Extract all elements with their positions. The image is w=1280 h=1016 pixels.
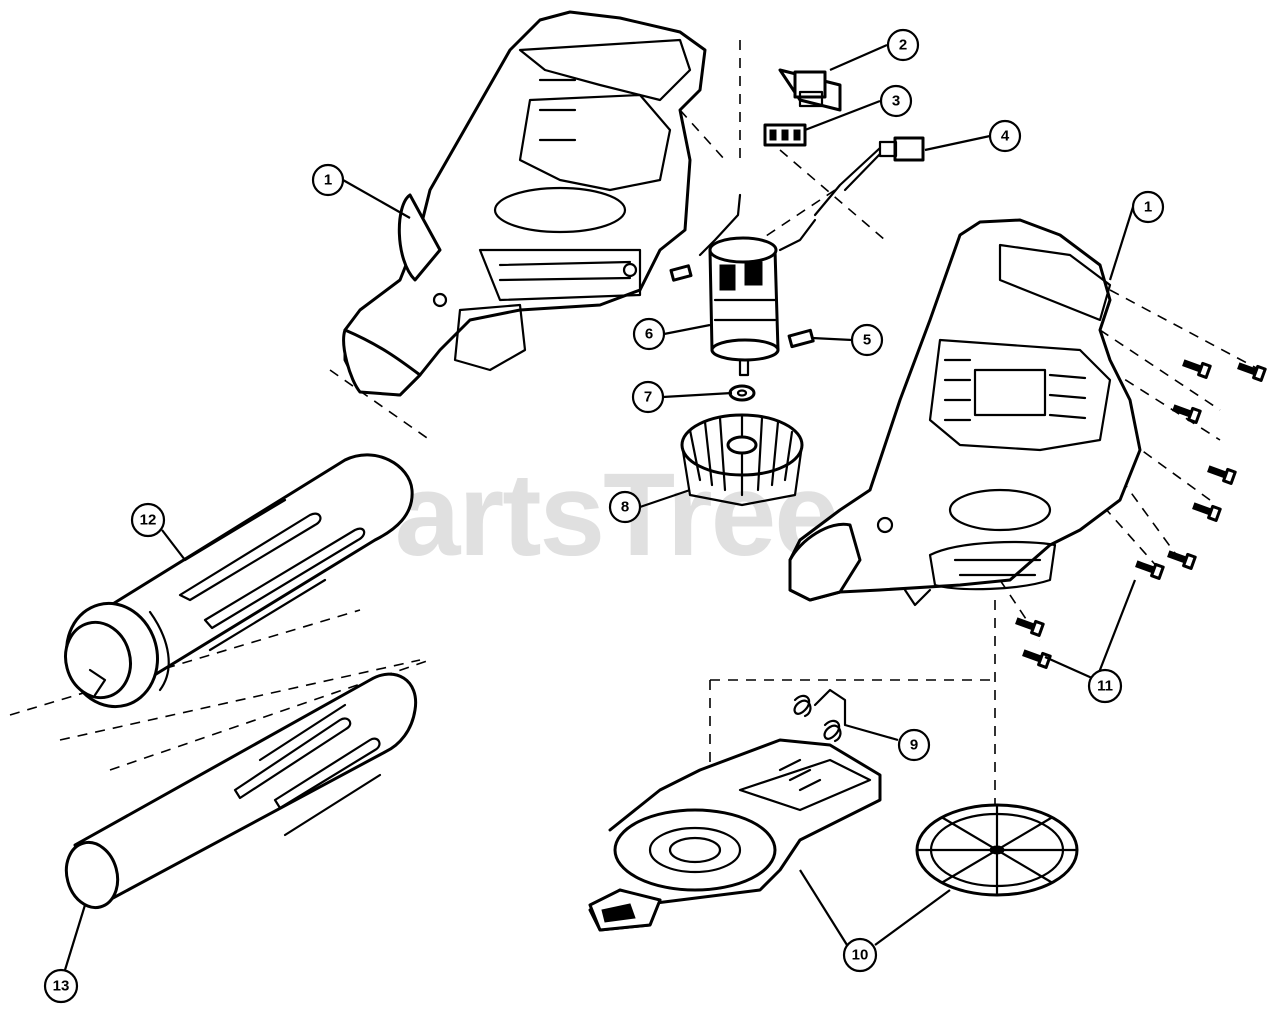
- cord-connector: [813, 136, 925, 217]
- callout-12-tube: 12: [130, 502, 166, 538]
- callout-label: 5: [863, 332, 871, 349]
- callout-4-cord-connector: 4: [988, 119, 1022, 153]
- callout-label: 4: [1001, 128, 1010, 145]
- bottom-cover: [588, 738, 882, 932]
- callout-1-right-housing: 1: [1131, 190, 1165, 224]
- springs: [793, 688, 847, 743]
- callout-11-screws: 11: [1087, 668, 1123, 704]
- filter-screen: [915, 803, 1079, 897]
- nozzle: [64, 672, 418, 910]
- callout-3-terminal: 3: [879, 84, 913, 118]
- brush: [787, 328, 815, 349]
- housing-half-left: [342, 10, 707, 397]
- callout-5-brush: 5: [850, 323, 884, 357]
- callout-label: 7: [644, 389, 652, 406]
- callout-label: 13: [53, 978, 70, 995]
- callouts: 1 2 3 4 1 6 5 7: [43, 28, 1165, 1004]
- blower-tube: [64, 453, 414, 709]
- callout-1-left-housing: 1: [311, 163, 345, 197]
- callout-8-fan: 8: [608, 490, 642, 524]
- callout-label: 8: [621, 499, 629, 516]
- terminal-block: [763, 123, 807, 147]
- leader-lines: [63, 43, 1137, 971]
- callout-2-switch: 2: [886, 28, 920, 62]
- callout-label: 11: [1097, 678, 1113, 695]
- callout-label: 12: [140, 512, 157, 529]
- switch: [778, 68, 842, 112]
- callout-label: 1: [324, 172, 332, 189]
- housing-half-right: [788, 218, 1142, 607]
- callout-7-nut: 7: [631, 380, 665, 414]
- screws: [1015, 359, 1267, 669]
- fan: [680, 413, 804, 507]
- callout-13-nozzle: 13: [43, 968, 79, 1004]
- callout-label: 10: [852, 947, 869, 964]
- callout-label: 2: [899, 37, 907, 54]
- callout-label: 3: [892, 93, 900, 110]
- callout-label: 6: [645, 326, 653, 343]
- callout-label: 9: [910, 737, 918, 754]
- motor: [669, 193, 817, 377]
- callout-10-cover: 10: [842, 937, 878, 973]
- callout-label: 1: [1144, 199, 1152, 216]
- nut: [728, 384, 756, 402]
- callout-6-motor: 6: [632, 317, 666, 351]
- callout-9-springs: 9: [897, 728, 931, 762]
